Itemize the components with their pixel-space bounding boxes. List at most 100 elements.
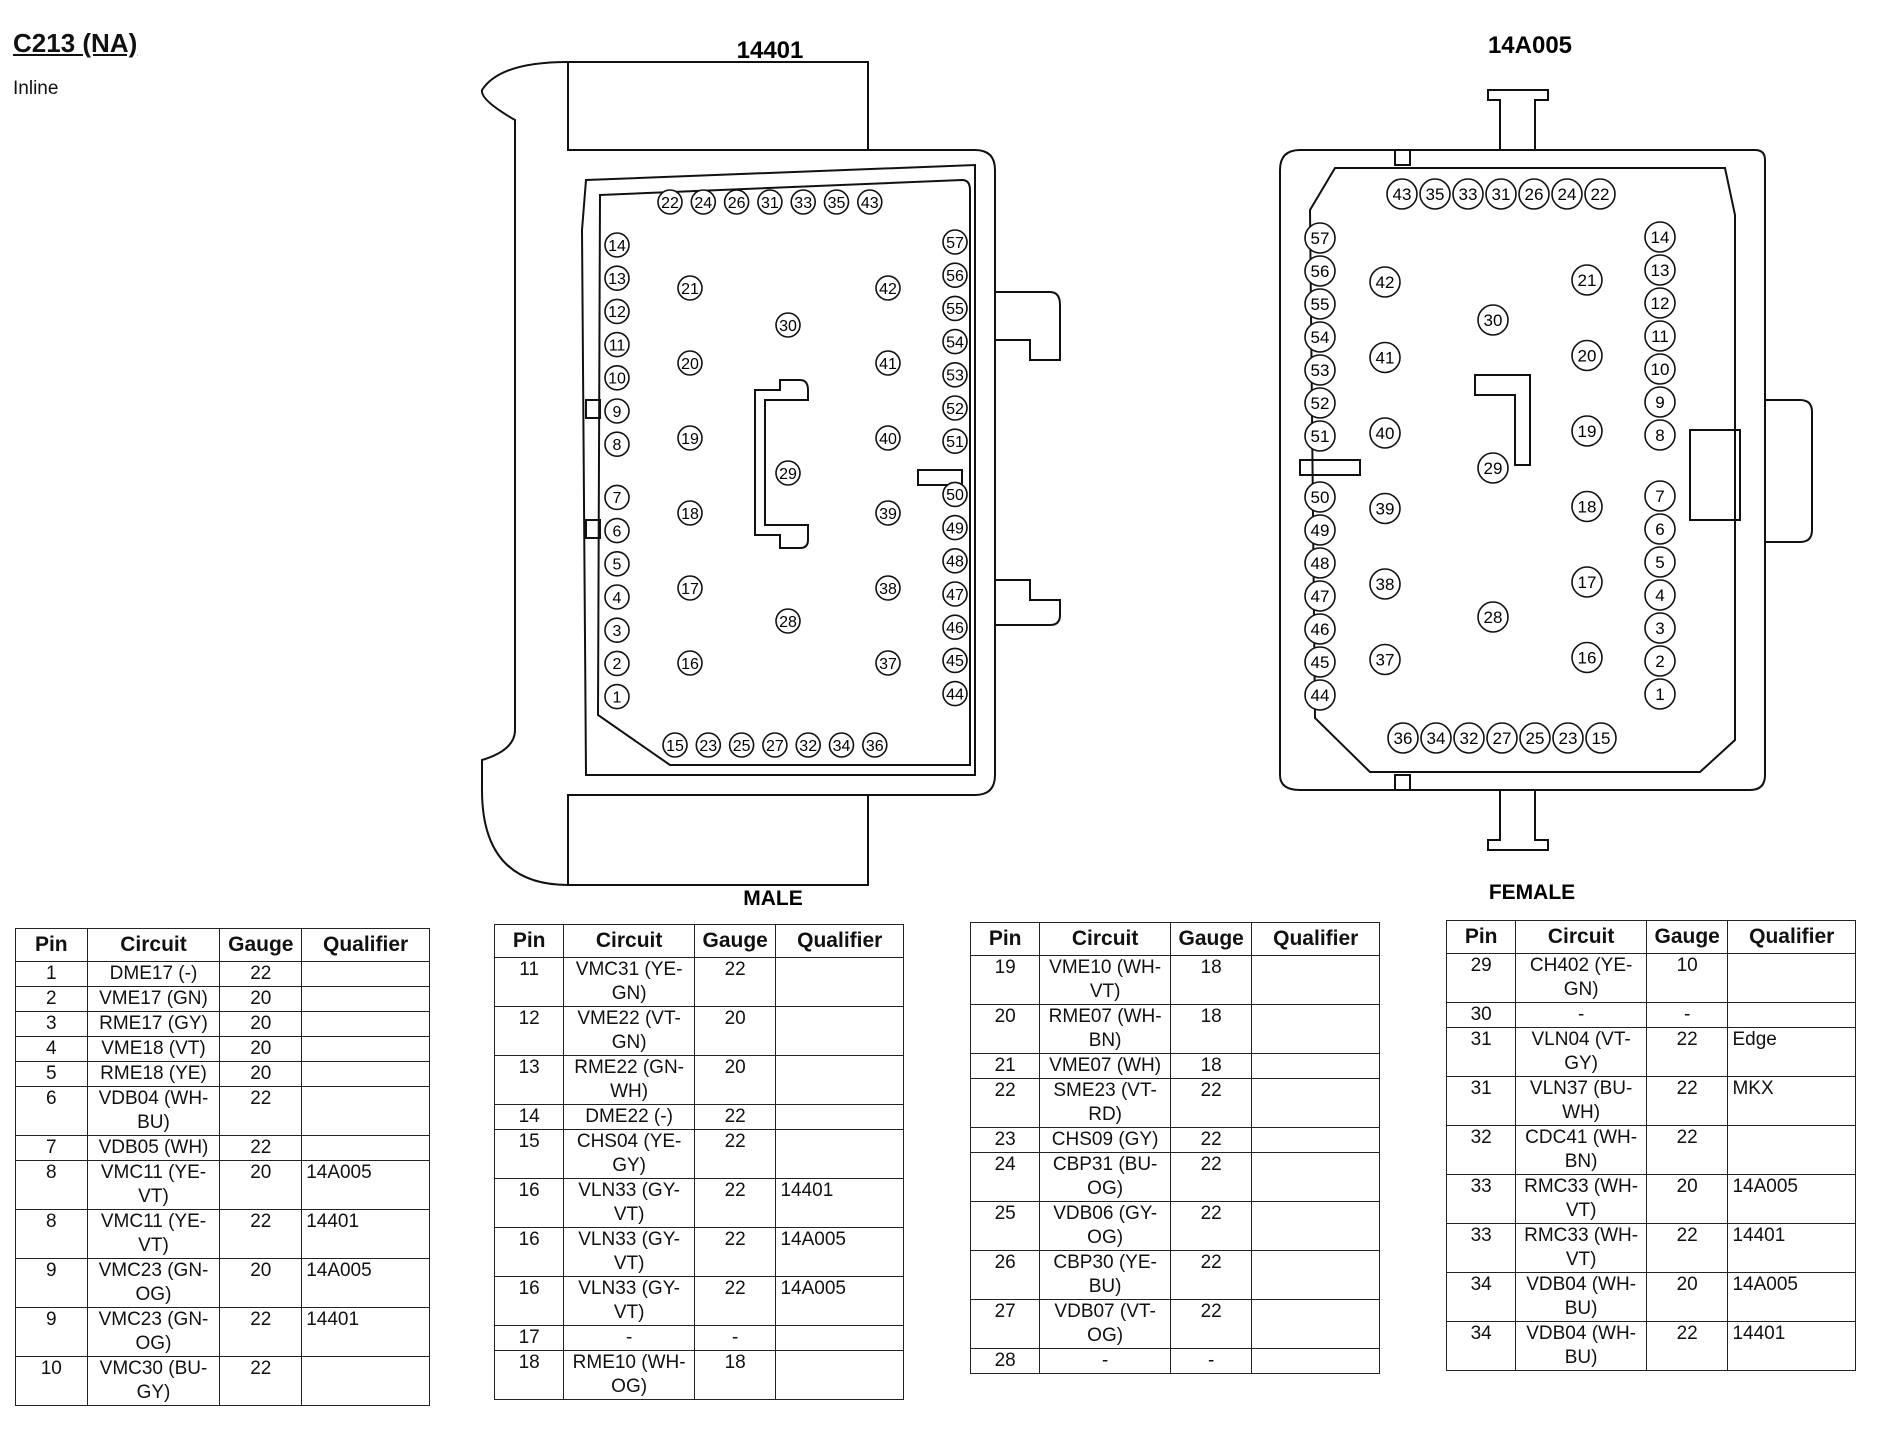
pin-circle [1571, 490, 1603, 523]
cell-qualifier [1251, 1348, 1380, 1374]
header-gauge: Gauge [1169, 922, 1253, 956]
pin-circle [1644, 254, 1676, 286]
pin-circle [1585, 722, 1617, 754]
pin-number: 25 [1526, 729, 1545, 748]
cell-gauge: 22 [693, 1104, 777, 1130]
male-pin-33: 33 [790, 189, 817, 215]
male-pin-34: 34 [828, 732, 855, 758]
cell-gauge: 22 [693, 1178, 777, 1228]
male-pin-4: 4 [604, 584, 630, 610]
cell-gauge: 22 [219, 1356, 303, 1406]
cell-qualifier: 14A005 [301, 1160, 430, 1210]
cell-gauge: 22 [219, 961, 303, 987]
cell-gauge: 20 [1645, 1174, 1729, 1224]
cell-circuit: VME10 (WH-VT) [1039, 955, 1171, 1005]
pin-number: 4 [1655, 586, 1664, 605]
cell-pin: 17 [493, 1325, 565, 1351]
female-pin-57: 57 [1304, 222, 1336, 254]
pin-number: 49 [946, 520, 964, 537]
cell-qualifier [301, 1036, 430, 1062]
pin-circle [875, 500, 901, 526]
female-pin-24: 24 [1551, 178, 1583, 210]
pin-circle [1644, 645, 1676, 677]
cell-gauge: 20 [219, 1160, 303, 1210]
male-pin-45: 45 [942, 647, 968, 674]
pin-circle [1304, 514, 1336, 546]
cell-circuit: VMC23 (GN-OG) [86, 1258, 221, 1308]
pin-number: 30 [1484, 311, 1503, 330]
header-gauge: Gauge [1645, 920, 1729, 954]
pin-number: 39 [1376, 500, 1395, 519]
pin-number: 26 [728, 195, 746, 212]
cell-gauge: - [693, 1325, 777, 1351]
male-pin-36: 36 [861, 732, 888, 758]
cell-circuit: VMC11 (YE-VT) [86, 1209, 221, 1259]
pin-circle [942, 581, 968, 607]
header-qualifier: Qualifier [1251, 922, 1380, 956]
cell-gauge: 22 [1169, 1250, 1253, 1300]
pin-circle [1304, 354, 1336, 386]
pin-circle [1571, 264, 1603, 296]
cell-pin: 21 [969, 1053, 1041, 1079]
pin-number: 40 [1376, 424, 1395, 443]
cell-qualifier [1251, 955, 1380, 1005]
pin-circle [1453, 722, 1485, 754]
male-pin-28: 28 [775, 608, 801, 634]
female-pin-55: 55 [1304, 288, 1336, 320]
cell-gauge: 18 [693, 1350, 777, 1400]
pin-circle [875, 650, 901, 676]
pin-number: 16 [681, 656, 699, 673]
pin-circle [677, 425, 703, 451]
male-pin-7: 7 [604, 484, 630, 511]
male-pin-44: 44 [942, 680, 968, 707]
pin-number: 24 [1558, 185, 1577, 204]
pin-number: 2 [613, 656, 622, 673]
female-pin-44: 44 [1304, 679, 1336, 711]
cell-qualifier [775, 1006, 904, 1056]
pin-circle [875, 275, 901, 301]
male-pin-54: 54 [942, 328, 968, 355]
male-pin-46: 46 [942, 614, 968, 641]
female-pin-47: 47 [1304, 580, 1336, 612]
header-pin: Pin [1445, 920, 1517, 954]
cell-gauge: 10 [1645, 953, 1729, 1003]
cell-qualifier [301, 1061, 430, 1087]
female-pin-48: 48 [1304, 547, 1336, 579]
male-pin-9: 9 [604, 398, 630, 424]
female-pin-8: 8 [1644, 419, 1676, 451]
pin-number: 19 [681, 431, 699, 448]
male-pin-26: 26 [723, 189, 750, 215]
cell-circuit: CHS04 (YE-GY) [563, 1129, 695, 1179]
cell-pin: 1 [15, 961, 88, 987]
cell-circuit: VMC11 (YE-VT) [86, 1160, 221, 1210]
pin-number: 19 [1578, 422, 1597, 441]
cell-pin: 5 [15, 1061, 88, 1087]
cell-qualifier: 14A005 [1727, 1174, 1856, 1224]
pin-number: 33 [1459, 185, 1478, 204]
pin-number: 12 [1651, 294, 1670, 313]
pin-number: 35 [828, 195, 846, 212]
pin-circle [775, 608, 801, 634]
pin-number: 34 [833, 738, 851, 755]
cell-pin: 31 [1445, 1027, 1517, 1077]
pin-circle [942, 361, 968, 388]
cell-gauge: 22 [1169, 1201, 1253, 1251]
cell-circuit: DME17 (-) [86, 961, 221, 987]
pin-number: 50 [1311, 488, 1330, 507]
female-pin-22: 22 [1584, 178, 1616, 210]
cell-circuit: VME07 (WH) [1039, 1053, 1171, 1079]
female-pin-33: 33 [1452, 178, 1484, 210]
male-pin-10: 10 [604, 364, 630, 391]
cell-qualifier: 14A005 [301, 1258, 430, 1308]
cell-qualifier: Edge [1727, 1027, 1856, 1077]
pin-circle [875, 425, 901, 451]
pin-circle [1644, 221, 1676, 253]
pin-circle [942, 614, 968, 641]
cell-pin: 16 [493, 1276, 565, 1326]
cell-pin: 31 [1445, 1076, 1517, 1126]
female-pin-11: 11 [1644, 320, 1676, 352]
